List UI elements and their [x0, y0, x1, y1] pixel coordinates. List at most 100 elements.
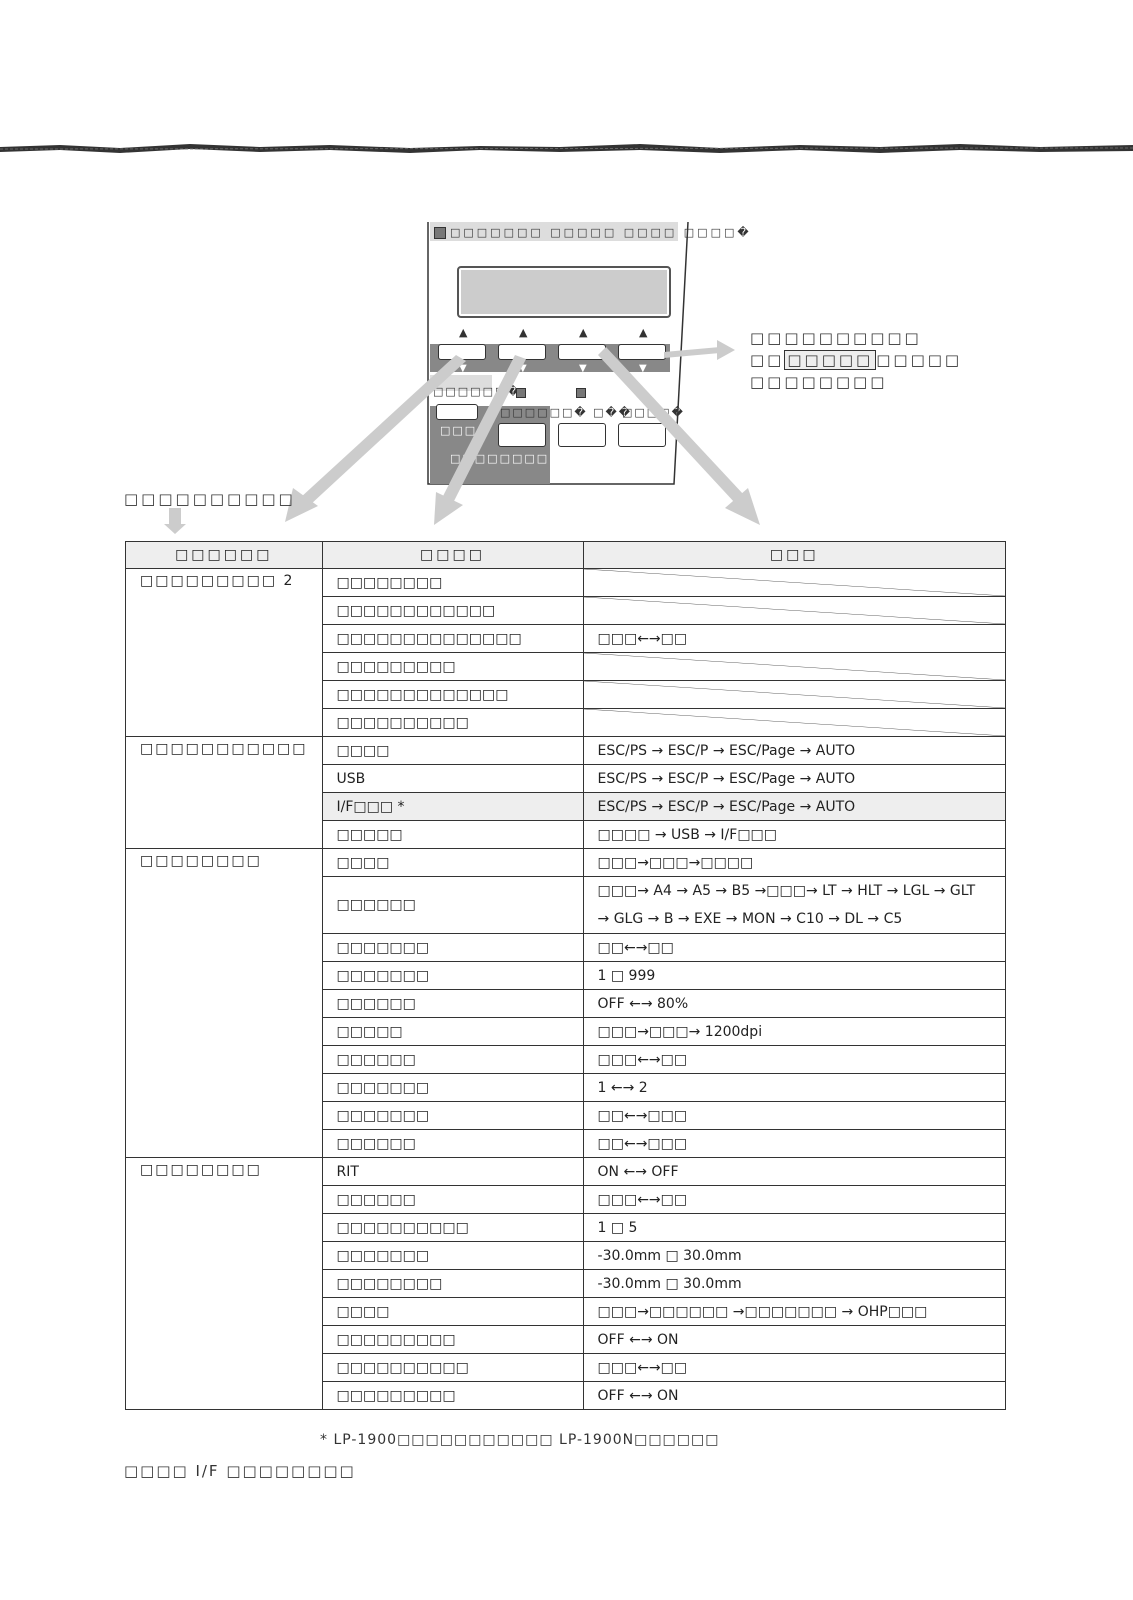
table-row: □□□□□□□1 □ 999 — [126, 961, 1007, 990]
setting-value-empty — [582, 652, 1007, 681]
table-row: □□□□□□□□-30.0mm □ 30.0mm — [126, 1269, 1007, 1298]
down-arrow-icon: ▼ — [579, 363, 589, 374]
setting-item: □□□□□□ — [321, 1185, 584, 1214]
panel-button-7[interactable] — [618, 423, 666, 447]
setting-value: □□□→□□□→ 1200dpi — [582, 1017, 1007, 1046]
setting-value: □□□→ A4 → A5 → B5 →□□□→ LT → HLT → LGL →… — [582, 876, 1007, 934]
setting-item: □□□□□□ — [321, 1129, 584, 1158]
menu-group-name: □□□□□□□□□□□ — [125, 736, 323, 849]
table-row: □□□□□□□□□□□□□□□→□□□→□□□□ — [125, 848, 1007, 1158]
indicator-led — [516, 388, 526, 398]
indicator-led — [576, 388, 586, 398]
down-arrow-icon: ▼ — [459, 363, 469, 374]
up-arrow-icon: ▲ — [459, 326, 470, 339]
setting-value: □□□←→□□ — [582, 1353, 1007, 1382]
setting-value: □□←→□□□ — [582, 1101, 1007, 1130]
table-row: □□□□□□□□□OFF ←→ ON — [126, 1381, 1007, 1410]
setting-item: □□□□□ — [321, 820, 584, 849]
settings-table: □□□□□□ □□□□ □□□ □□□□□□□□□ 2□□□□□□□□□□□□□… — [125, 541, 1007, 1410]
callout-line-2-pre: □□ — [750, 351, 785, 369]
torn-edge-rule — [0, 144, 1133, 153]
table-row: □□□□□□□□□→ A4 → A5 → B5 →□□□→ LT → HLT →… — [126, 876, 1007, 934]
menu-group-name: □□□□□□□□□ 2 — [125, 568, 323, 737]
setting-value: 1 ←→ 2 — [582, 1073, 1007, 1102]
table-row: □□□□□□□□□ — [126, 652, 1007, 681]
setting-item: □□□□ — [321, 1297, 584, 1326]
header-menu: □□□□□□ — [125, 541, 323, 569]
menu-group-name: □□□□□□□□ — [125, 848, 323, 1158]
table-row: □□□□□□□□→□□□→ 1200dpi — [126, 1017, 1007, 1046]
setting-item: □□□□ — [321, 736, 584, 765]
table-row: □□□□□□□□□□□□□←→□□ — [126, 1353, 1007, 1382]
panel-button-5[interactable] — [498, 423, 546, 447]
setting-item: □□□□□ — [321, 1017, 584, 1046]
setting-item: □□□□□□□□□□□□□□ — [321, 624, 584, 653]
setting-value: □□□→□□□□□□ →□□□□□□□ → OHP□□□ — [582, 1297, 1007, 1326]
table-row: □□□□□□□□□□□□□ — [126, 680, 1007, 709]
callout-line-3: □□□□□□□□ — [750, 373, 888, 391]
table-row: □□□□□□□□□□□□□□□ESC/PS → ESC/P → ESC/Page… — [125, 736, 1007, 849]
setting-item: USB — [321, 764, 584, 793]
menu-label-bottom: □□□□ I/F □□□□□□□□ — [124, 1462, 356, 1480]
setting-value: □□□□ → USB → I/F□□□ — [582, 820, 1007, 849]
panel-top-label: □□□□□□□ □□□□□ □□□□ □□□□� — [450, 226, 752, 239]
table-header-row: □□□□□□ □□□□ □□□ — [125, 541, 1007, 569]
setting-value: OFF ←→ 80% — [582, 989, 1007, 1018]
table-row: □□□□□□□□□ → USB → I/F□□□ — [126, 820, 1007, 849]
setting-value: 1 □ 5 — [582, 1213, 1007, 1242]
setting-value: 1 □ 999 — [582, 961, 1007, 990]
up-arrow-icon: ▲ — [639, 326, 650, 339]
setting-item: □□□□□□□□□□ — [321, 1353, 584, 1382]
table-row: □□□□□□□□□□1 □ 5 — [126, 1213, 1007, 1242]
setting-item: □□□□□□ — [321, 1045, 584, 1074]
table-row: □□□□□□□□□ 2□□□□□□□□ — [125, 568, 1007, 737]
setting-value: -30.0mm □ 30.0mm — [582, 1269, 1007, 1298]
setting-item: RIT — [321, 1157, 584, 1186]
setting-value: □□□→□□□→□□□□ — [582, 848, 1007, 877]
callout-line-2-post: □□□□□ — [876, 351, 963, 369]
setting-value: OFF ←→ ON — [582, 1325, 1007, 1354]
setting-item: □□□□□□□□□□□□ — [321, 596, 584, 625]
pointer-arrows — [164, 340, 760, 534]
table-row: □□□□□□□□□□ — [126, 708, 1007, 737]
callout-line-2: □□□□□□□□□□□□ — [750, 349, 962, 371]
setting-item: □□□□□□□□□□ — [321, 1213, 584, 1242]
menu-group-name: □□□□□□□□ — [125, 1157, 323, 1410]
setting-item: □□□□□□□ — [321, 1073, 584, 1102]
lcd-display — [457, 266, 671, 318]
table-row: □□□□□□□□□OFF ←→ ON — [126, 1325, 1007, 1354]
setting-item: □□□□□□□□□□□□□ — [321, 680, 584, 709]
setting-item: □□□□□□□□□ — [321, 1381, 584, 1410]
up-arrow-icon: ▲ — [579, 326, 590, 339]
setting-item: □□□□□□□□ — [321, 1269, 584, 1298]
setting-item: □□□□□□□□□ — [321, 1325, 584, 1354]
setting-value-empty — [582, 708, 1007, 737]
table-row: □□□□□□□→□□□□□□ →□□□□□□□ → OHP□□□ — [126, 1297, 1007, 1326]
setting-value: OFF ←→ ON — [582, 1381, 1007, 1410]
setting-item: □□□□□□□ — [321, 961, 584, 990]
setting-value-empty — [582, 680, 1007, 709]
table-row: □□□□□□OFF ←→ 80% — [126, 989, 1007, 1018]
setting-item: □□□□ — [321, 848, 584, 877]
setting-value: ON ←→ OFF — [582, 1157, 1007, 1186]
table-row: □□□□□□□□□←→□□ — [126, 1045, 1007, 1074]
setting-value: -30.0mm □ 30.0mm — [582, 1241, 1007, 1270]
online-button[interactable] — [436, 404, 478, 420]
setting-value: ESC/PS → ESC/P → ESC/Page → AUTO — [582, 736, 1007, 765]
setting-item: □□□□□□ — [321, 876, 584, 934]
setting-item: □□□□□□ — [321, 989, 584, 1018]
callout-line-1: □□□□□□□□□□ — [750, 329, 922, 347]
panel-button-6[interactable] — [558, 423, 606, 447]
setting-item: □□□□□□□□ — [321, 568, 584, 597]
table-row: □□□□□□□□□←→□□□ — [126, 1101, 1007, 1130]
setting-item: □□□□□□□□□□ — [321, 708, 584, 737]
setting-value-empty — [582, 596, 1007, 625]
header-value: □□□ — [582, 541, 1007, 569]
table-row: I/F□□□ *ESC/PS → ESC/P → ESC/Page → AUTO — [126, 792, 1007, 821]
up-arrow-icon: ▲ — [519, 326, 530, 339]
down-arrow-icon: ▼ — [519, 363, 529, 374]
panel-sub-label: □□□ — [440, 424, 478, 437]
footnote: * LP-1900□□□□□□□□□□□ LP-1900N□□□□□□ — [320, 1432, 720, 1448]
